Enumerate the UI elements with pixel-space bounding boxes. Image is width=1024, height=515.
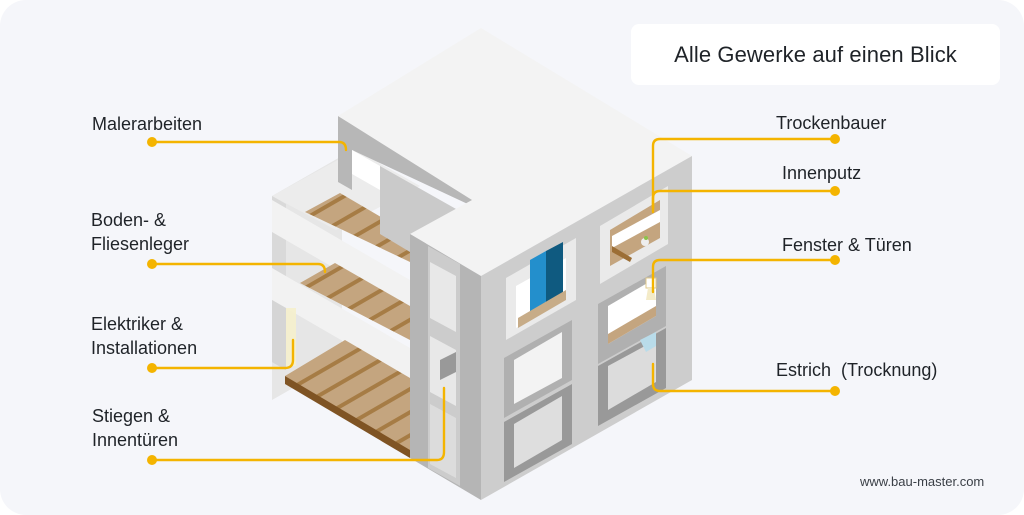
leader-line-innenputz <box>651 189 837 214</box>
page-title: Alle Gewerke auf einen Blick <box>674 41 957 67</box>
label-estrich-trocknung: Estrich (Trocknung) <box>776 360 938 380</box>
label-boden-fliesenleger: Boden- & Fliesenleger <box>91 210 190 254</box>
leader-line-fenster <box>651 258 837 294</box>
dot-estrich <box>830 386 840 396</box>
leader-dots <box>147 134 840 465</box>
label-fenster-tueren: Fenster & Türen <box>782 235 912 255</box>
leader-lines <box>150 137 837 462</box>
dot-malerarbeiten <box>147 137 157 147</box>
label-elektriker-installationen: Elektriker & Installationen <box>91 314 198 358</box>
main-cube <box>338 28 692 500</box>
leader-line-stiegen <box>150 386 446 462</box>
dot-elektriker <box>147 363 157 373</box>
leader-line-elektriker <box>150 338 295 370</box>
label-trockenbauer: Trockenbauer <box>776 113 887 133</box>
label-innenputz: Innenputz <box>782 163 862 183</box>
dot-boden <box>147 259 157 269</box>
dot-fenster <box>830 255 840 265</box>
dot-trockenbauer <box>830 134 840 144</box>
leader-line-malerarbeiten <box>150 140 348 152</box>
leader-line-boden <box>150 262 327 274</box>
label-stiegen-innentueren: Stiegen & Innentüren <box>92 406 179 450</box>
footer-url: www.bau-master.com <box>860 474 985 489</box>
title-card: Alle Gewerke auf einen Blick <box>631 24 1000 85</box>
dot-innenputz <box>830 186 840 196</box>
label-malerarbeiten: Malerarbeiten <box>92 114 203 134</box>
leader-line-estrich <box>651 362 837 393</box>
dot-stiegen <box>147 455 157 465</box>
leader-line-trockenbauer <box>651 137 837 210</box>
